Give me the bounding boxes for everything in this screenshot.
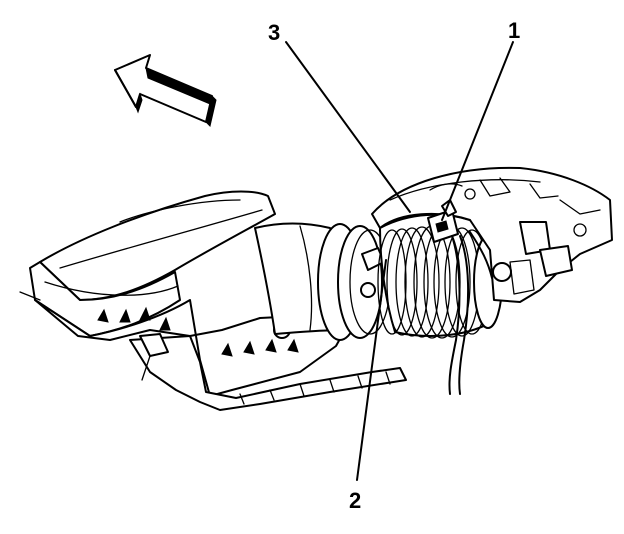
leader-lines	[285, 41, 514, 481]
callout-2: 2	[349, 488, 361, 513]
callout-3: 3	[268, 20, 280, 45]
wiring-harness	[448, 231, 493, 395]
front-direction-arrow-icon	[114, 54, 217, 127]
throttle-body-area	[371, 166, 613, 303]
leader-line-2	[356, 259, 387, 481]
air-cleaner-housing	[19, 190, 407, 411]
leader-line-1	[441, 41, 514, 221]
callout-1: 1	[508, 18, 520, 43]
leader-line-3	[285, 41, 411, 213]
outlet-duct-clamp	[317, 223, 391, 341]
